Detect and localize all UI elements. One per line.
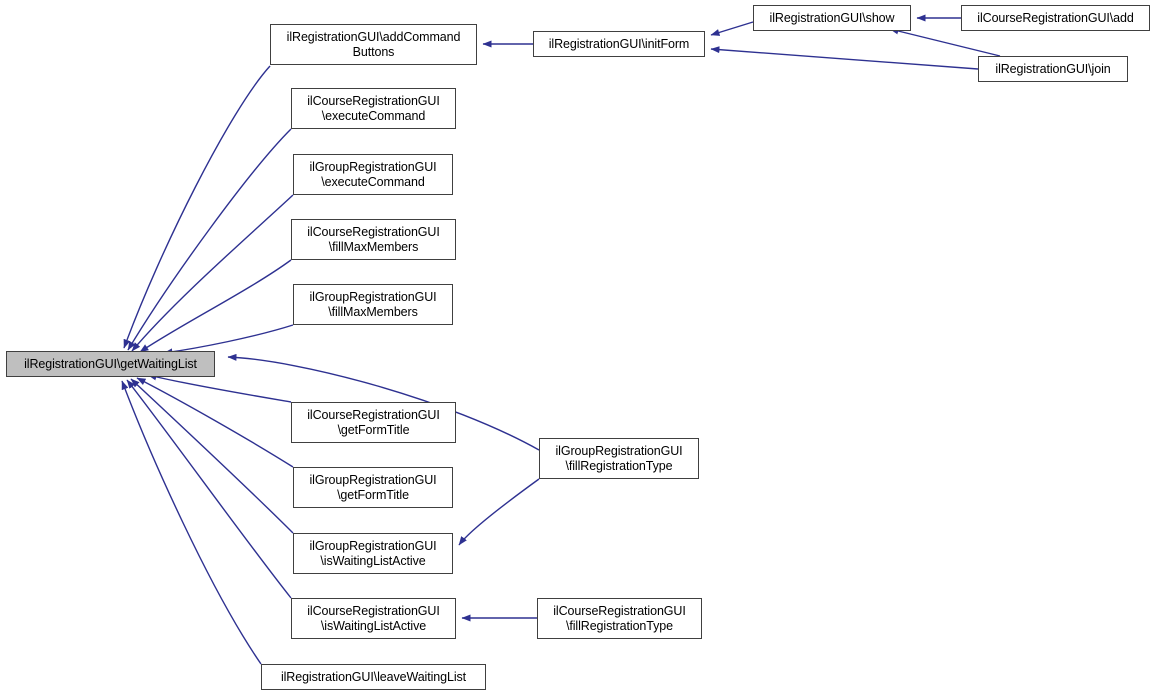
graph-node-label: ilGroupRegistrationGUI \fillMaxMembers bbox=[309, 289, 437, 319]
graph-node-groupGetFormTitle[interactable]: ilGroupRegistrationGUI \getFormTitle bbox=[293, 467, 453, 508]
edge-groupFillMaxMembers-to-getWaitingList bbox=[163, 324, 294, 356]
graph-node-label: ilRegistrationGUI\join bbox=[995, 61, 1111, 76]
graph-node-groupExecuteCommand[interactable]: ilGroupRegistrationGUI \executeCommand bbox=[293, 154, 453, 195]
edge-groupIsWaitingListActive-to-getWaitingList bbox=[130, 378, 294, 534]
edge-groupFillRegistrationType-to-groupIsWaitingListActive bbox=[458, 478, 540, 546]
graph-node-label: ilCourseRegistrationGUI \fillMaxMembers bbox=[307, 224, 440, 254]
graph-node-courseAdd[interactable]: ilCourseRegistrationGUI\add bbox=[961, 5, 1150, 31]
edge-courseExecuteCommand-to-getWaitingList bbox=[127, 128, 292, 351]
graph-node-leaveWaitingList[interactable]: ilRegistrationGUI\leaveWaitingList bbox=[261, 664, 486, 690]
edge-join-to-initForm bbox=[710, 46, 979, 70]
graph-node-courseFillRegistrationType[interactable]: ilCourseRegistrationGUI \fillRegistratio… bbox=[537, 598, 702, 639]
graph-node-label: ilRegistrationGUI\initForm bbox=[548, 36, 690, 51]
edge-leaveWaitingList-to-getWaitingList bbox=[121, 380, 262, 665]
graph-node-label: ilGroupRegistrationGUI \fillRegistration… bbox=[555, 443, 683, 473]
graph-node-label: ilCourseRegistrationGUI \fillRegistratio… bbox=[553, 603, 686, 633]
graph-node-label: ilGroupRegistrationGUI \executeCommand bbox=[309, 159, 437, 189]
graph-node-label: ilRegistrationGUI\leaveWaitingList bbox=[280, 669, 467, 684]
graph-node-label: ilCourseRegistrationGUI \isWaitingListAc… bbox=[307, 603, 440, 633]
edge-show-to-initForm bbox=[710, 21, 754, 36]
edge-addCommandButtons-to-getWaitingList bbox=[123, 65, 271, 349]
graph-node-courseExecuteCommand[interactable]: ilCourseRegistrationGUI \executeCommand bbox=[291, 88, 456, 129]
edge-courseFillMaxMembers-to-getWaitingList bbox=[139, 259, 292, 353]
graph-node-show[interactable]: ilRegistrationGUI\show bbox=[753, 5, 911, 31]
graph-node-join[interactable]: ilRegistrationGUI\join bbox=[978, 56, 1128, 82]
graph-node-groupIsWaitingListActive[interactable]: ilGroupRegistrationGUI \isWaitingListAct… bbox=[293, 533, 453, 574]
graph-node-groupFillRegistrationType[interactable]: ilGroupRegistrationGUI \fillRegistration… bbox=[539, 438, 699, 479]
graph-node-label: ilCourseRegistrationGUI \executeCommand bbox=[307, 93, 440, 123]
graph-node-addCommandButtons[interactable]: ilRegistrationGUI\addCommand Buttons bbox=[270, 24, 477, 65]
graph-node-label: ilCourseRegistrationGUI\add bbox=[977, 10, 1134, 25]
edge-courseIsWaitingListActive-to-getWaitingList bbox=[126, 379, 292, 599]
edge-groupExecuteCommand-to-getWaitingList bbox=[131, 194, 294, 352]
edge-join-to-show bbox=[889, 27, 1001, 57]
graph-node-label: ilGroupRegistrationGUI \isWaitingListAct… bbox=[309, 538, 437, 568]
edge-groupGetFormTitle-to-getWaitingList bbox=[136, 377, 294, 468]
graph-node-courseFillMaxMembers[interactable]: ilCourseRegistrationGUI \fillMaxMembers bbox=[291, 219, 456, 260]
graph-node-initForm[interactable]: ilRegistrationGUI\initForm bbox=[533, 31, 705, 57]
graph-node-courseIsWaitingListActive[interactable]: ilCourseRegistrationGUI \isWaitingListAc… bbox=[291, 598, 456, 639]
graph-node-courseGetFormTitle[interactable]: ilCourseRegistrationGUI \getFormTitle bbox=[291, 402, 456, 443]
graph-node-label: ilCourseRegistrationGUI \getFormTitle bbox=[307, 407, 440, 437]
graph-node-groupFillMaxMembers[interactable]: ilGroupRegistrationGUI \fillMaxMembers bbox=[293, 284, 453, 325]
graph-node-label: ilRegistrationGUI\getWaitingList bbox=[24, 356, 197, 371]
graph-node-label: ilRegistrationGUI\addCommand Buttons bbox=[286, 29, 461, 59]
graph-node-getWaitingList[interactable]: ilRegistrationGUI\getWaitingList bbox=[6, 351, 215, 377]
graph-node-label: ilRegistrationGUI\show bbox=[769, 10, 895, 25]
graph-node-label: ilGroupRegistrationGUI \getFormTitle bbox=[309, 472, 437, 502]
edge-courseGetFormTitle-to-getWaitingList bbox=[147, 373, 292, 403]
